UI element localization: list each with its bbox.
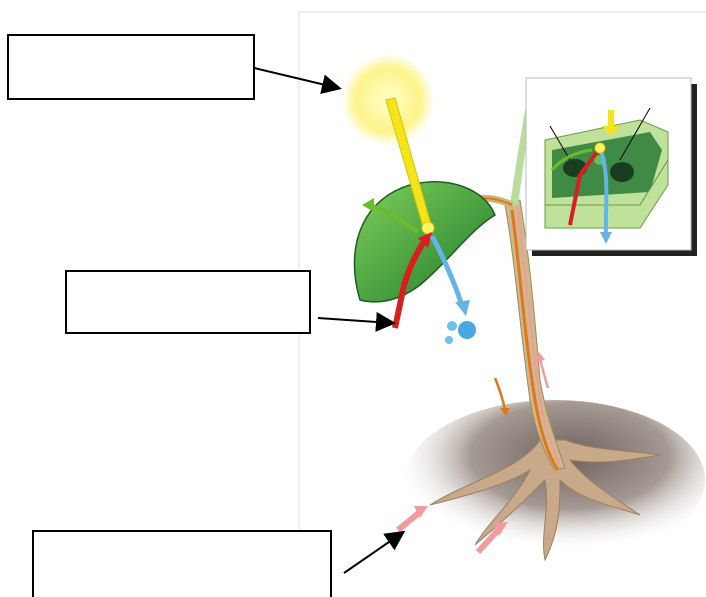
pointer-arrow-roots	[344, 533, 402, 573]
oxygen-arrowhead	[362, 198, 374, 212]
label-box-leaf[interactable]	[65, 270, 311, 334]
leaf-cross-section-inset	[526, 78, 697, 256]
reaction-burst-icon	[422, 222, 434, 234]
pointer-arrow-sun	[254, 68, 338, 88]
pointer-arrow-leaf	[318, 318, 392, 323]
label-box-roots[interactable]	[32, 530, 332, 597]
water-droplets-icon	[445, 321, 476, 344]
root-water-arrow-1	[398, 512, 420, 530]
label-box-sun[interactable]	[7, 34, 255, 100]
water-vapor-arrowhead	[455, 300, 470, 316]
water-uptake-arrow	[540, 358, 548, 388]
sugar-flow-arrow	[495, 378, 505, 410]
